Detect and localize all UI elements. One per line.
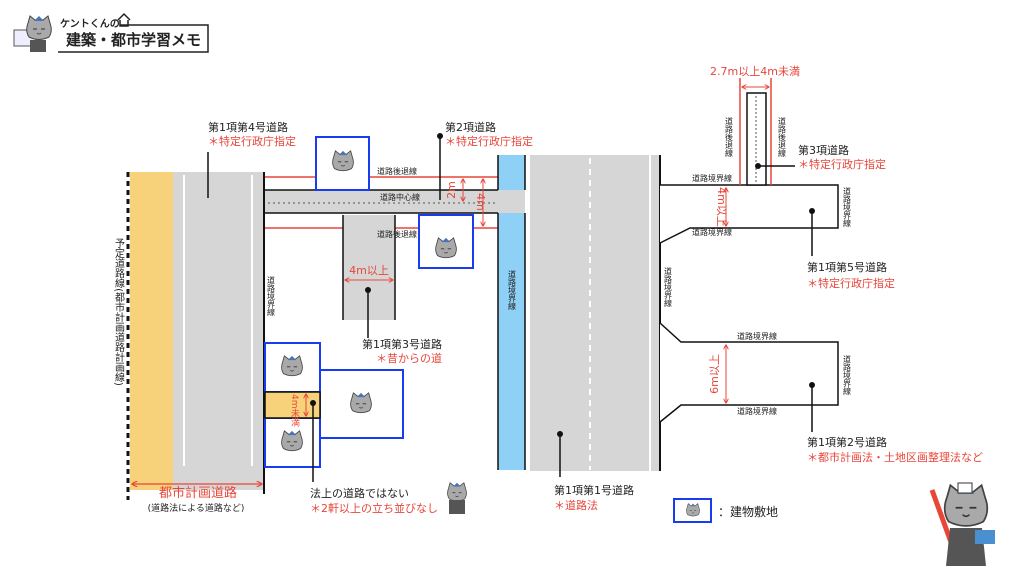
- boundary-line-label: 道路境界線: [737, 331, 777, 341]
- cat-standing-icon: [447, 482, 467, 514]
- road-1-2: [659, 322, 839, 423]
- city-plan-road-label: 都市計画道路: [159, 485, 237, 501]
- building-plot: [264, 342, 321, 393]
- road-3-note: ＊特定行政庁指定: [798, 157, 886, 171]
- legend: ：建物敷地: [673, 498, 778, 523]
- legend-label: ：建物敷地: [718, 504, 778, 519]
- road-2-surface: [265, 190, 525, 213]
- road-1-5-name: 第1項第5号道路: [807, 260, 887, 274]
- setback-line-label-bottom: 道路後退線: [377, 229, 417, 239]
- building-plot: [315, 136, 370, 191]
- dimension-4m: 4m: [474, 193, 487, 211]
- boundary-line-label: 道路境界線: [692, 227, 732, 237]
- road-2-name: 第2項道路: [445, 120, 496, 134]
- boundary-line-label: 道路境界線: [664, 266, 673, 307]
- mascot-logo: [13, 15, 52, 52]
- road-1-3-surface: [343, 215, 395, 320]
- boundary-line-label: 道路境界線: [267, 275, 276, 316]
- not-road-note: ＊2軒以上の立ち並びなし: [310, 501, 438, 515]
- road-1-5-note: ＊特定行政庁指定: [807, 276, 895, 290]
- house-icon: [117, 12, 131, 27]
- road-3-name: 第3項道路: [798, 143, 849, 157]
- city-plan-road-surface: [173, 172, 263, 490]
- boundary-line-label: 道路境界線: [692, 173, 732, 183]
- cat-face-icon: [686, 503, 700, 517]
- building-plot: [264, 417, 321, 468]
- road-3-width: 2.7m以上4m未満: [710, 65, 800, 78]
- setback-line-label: 道路後退線: [725, 116, 734, 157]
- road-1-5-width: 4m以上: [715, 187, 728, 227]
- header-subtitle: ケントくんの: [60, 18, 120, 30]
- road-1-3-width: 4m以上: [349, 264, 389, 277]
- road-1-4-note: ＊特定行政庁指定: [208, 134, 296, 148]
- header-title: 建築・都市学習メモ: [66, 31, 201, 49]
- road-1-2-note: ＊都市計画法・土地区画整理法など: [807, 450, 983, 464]
- road-1-4-name: 第1項第4号道路: [208, 120, 288, 134]
- cat-face-icon: [332, 150, 354, 172]
- road-1-1-surface: [530, 155, 660, 471]
- road-1-3-note: ＊昔からの道: [376, 351, 442, 365]
- road-1-3-name: 第1項第3号道路: [362, 337, 442, 351]
- setback-line-label-top: 道路後退線: [377, 166, 417, 176]
- boundary-line-label: 道路境界線: [737, 406, 777, 416]
- boundary-line-label: 道路境界線: [843, 186, 852, 227]
- building-plot: [319, 369, 404, 439]
- alley-width: 4m未満: [289, 394, 300, 427]
- site-header: ケントくんの 建築・都市学習メモ: [13, 12, 209, 53]
- building-plot: [418, 214, 474, 269]
- road-2-note: ＊特定行政庁指定: [445, 134, 533, 148]
- cat-face-icon: [435, 237, 457, 259]
- mascot-illustration: [929, 482, 995, 566]
- road-1-2-name: 第1項第2号道路: [807, 435, 887, 449]
- planned-road-area: [130, 172, 173, 490]
- center-line-label: 道路中心線: [380, 192, 420, 202]
- setback-line-label: 道路後退線: [778, 116, 787, 157]
- planned-road-line-label: 予定道路線(都市計画道路計画線): [113, 238, 125, 386]
- cat-face-icon: [281, 430, 303, 452]
- dimension-2m: 2m: [445, 181, 458, 199]
- road-1-5: [659, 184, 839, 244]
- city-plan-road-note: (道路法による道路など): [148, 502, 245, 514]
- not-road-name: 法上の道路ではない: [310, 486, 409, 500]
- boundary-line-label: 道路境界線: [508, 269, 517, 310]
- boundary-line-label: 道路境界線: [843, 354, 852, 395]
- cat-face-icon: [350, 392, 372, 414]
- road-1-1-note: ＊道路法: [554, 498, 598, 512]
- road-1-2-width: 6m以上: [708, 354, 721, 394]
- cat-face-icon: [281, 355, 303, 377]
- road-1-1-name: 第1項第1号道路: [554, 483, 634, 497]
- road-3: [746, 92, 767, 186]
